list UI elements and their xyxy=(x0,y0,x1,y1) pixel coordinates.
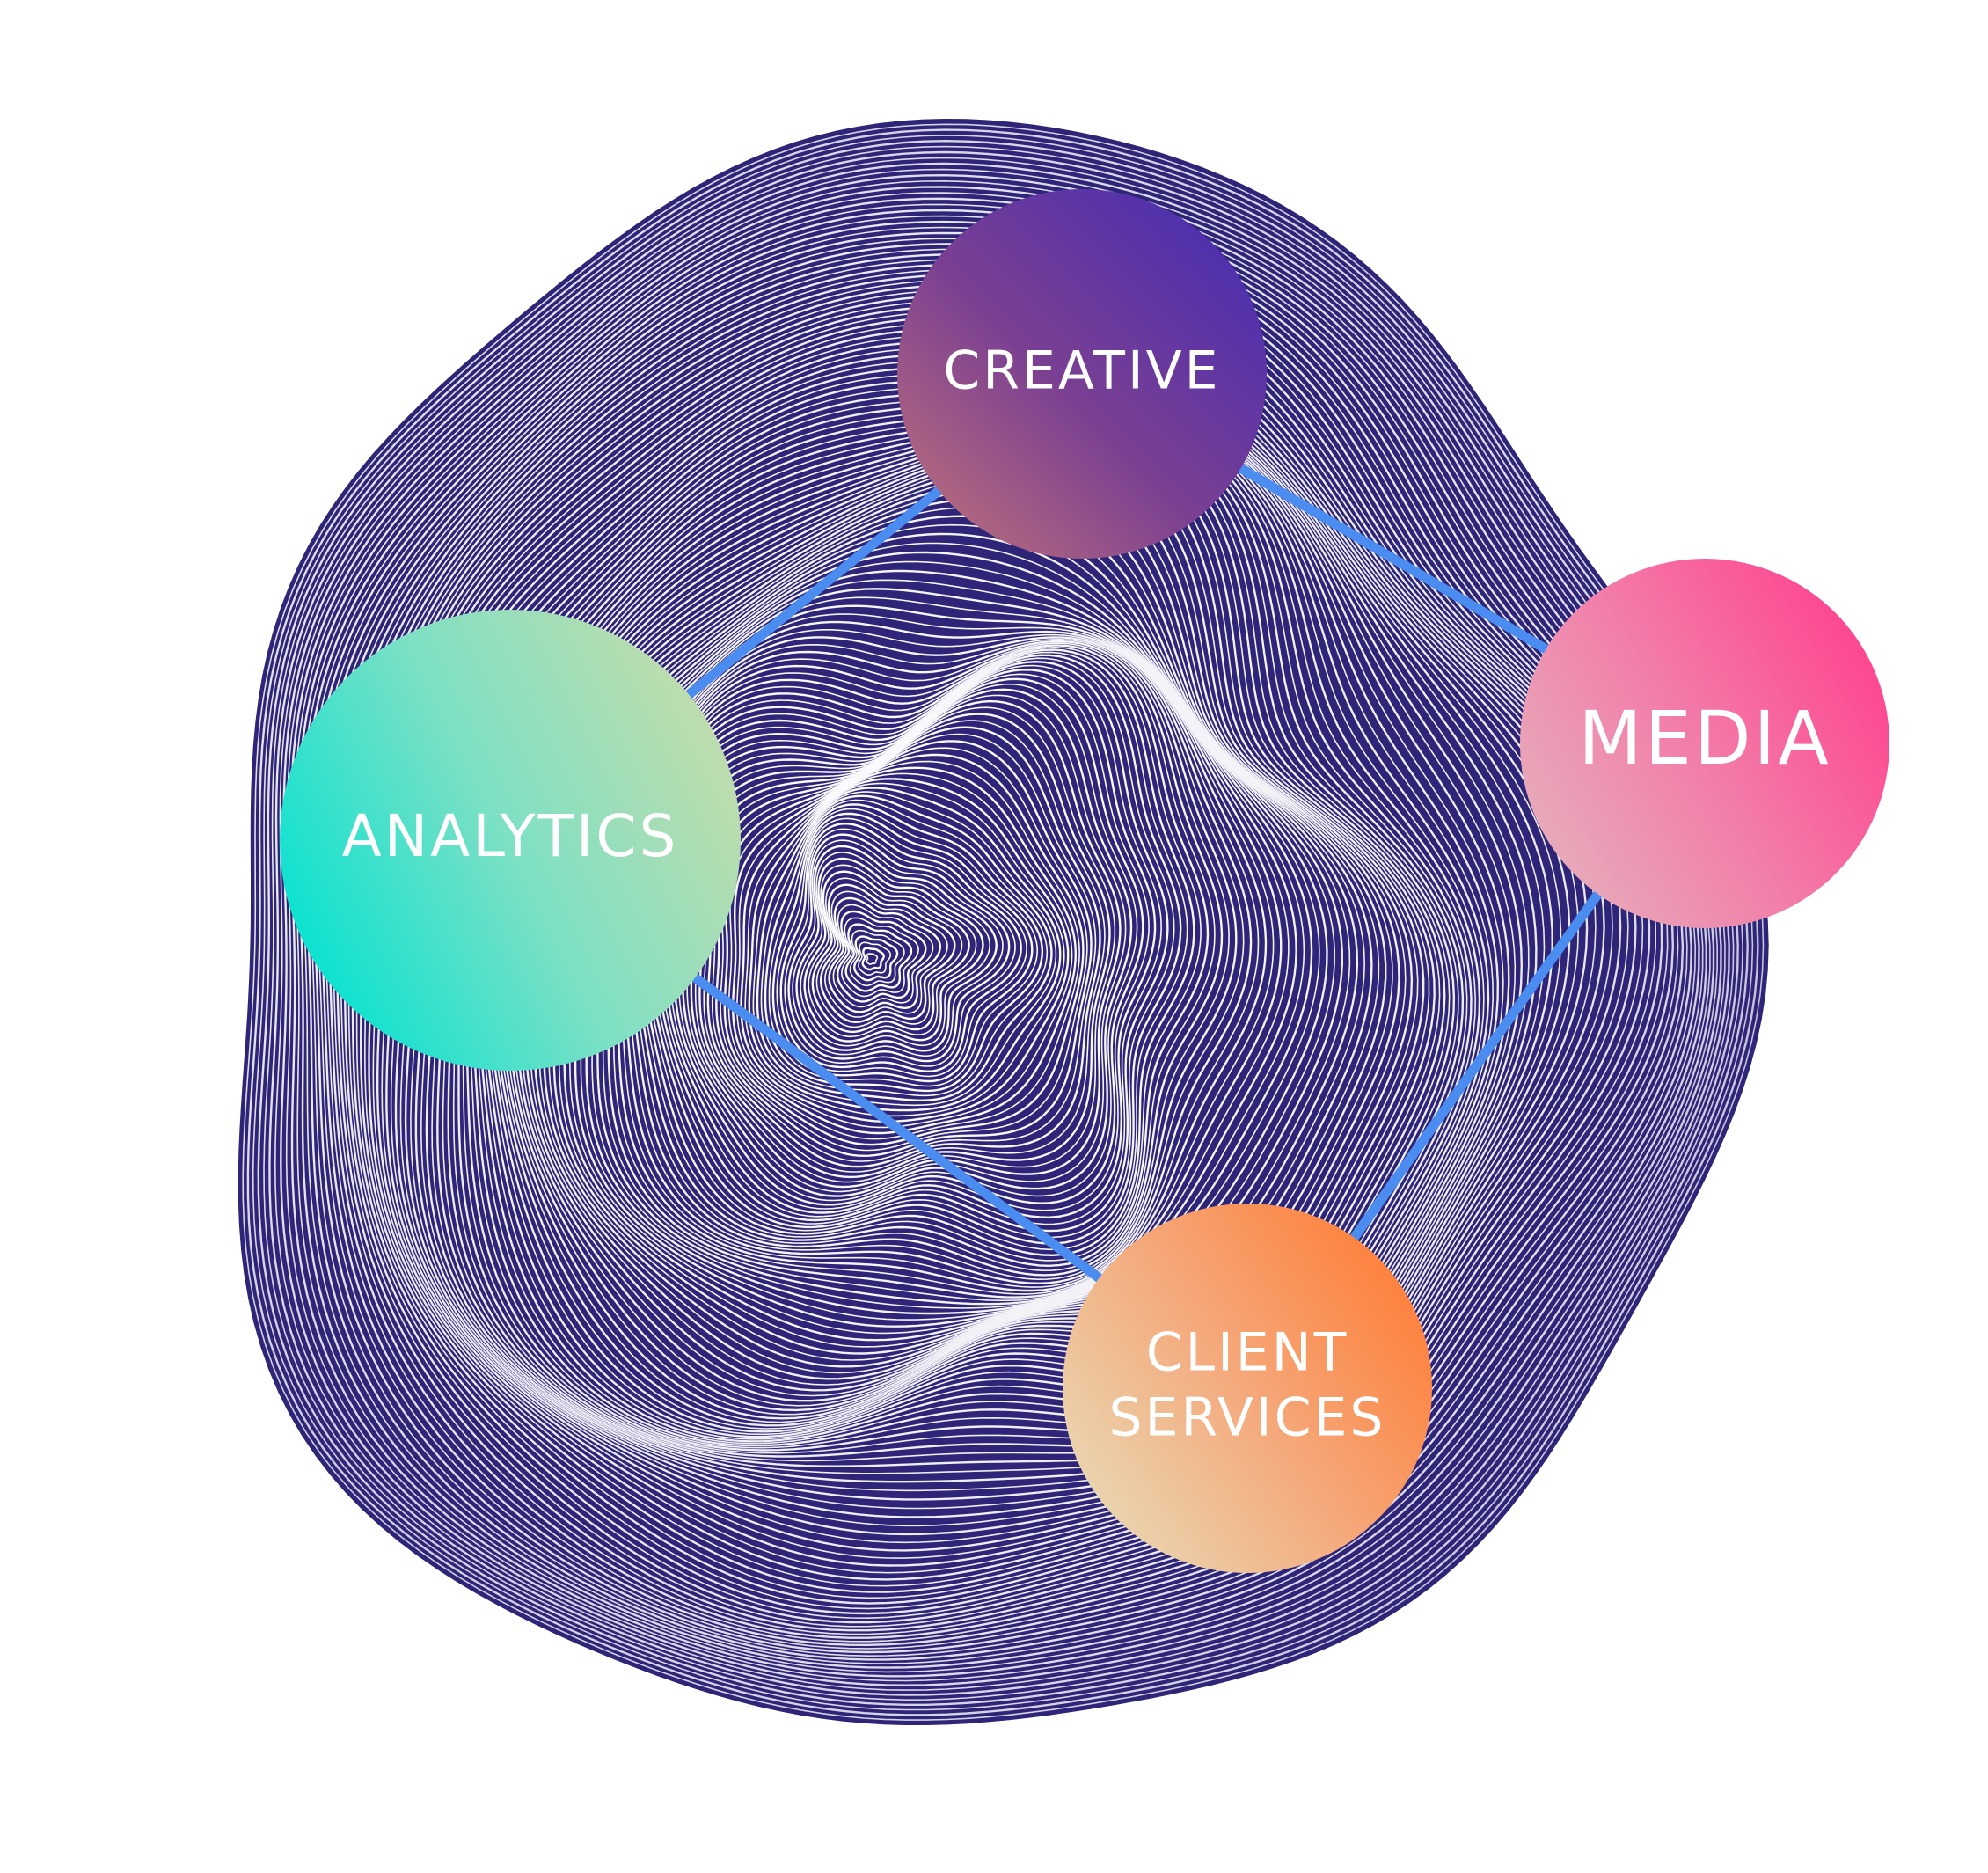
node-circle-creative xyxy=(897,189,1267,559)
node-label-client-services-line-2: SERVICES xyxy=(1108,1387,1385,1449)
node-label-analytics: ANALYTICS xyxy=(342,802,679,870)
node-label-media: MEDIA xyxy=(1578,695,1831,781)
node-label-client-services-line-1: CLIENT xyxy=(1146,1322,1348,1384)
node-label-creative: CREATIVE xyxy=(943,340,1220,402)
node-creative: CREATIVE xyxy=(897,189,1267,559)
node-media: MEDIA xyxy=(1520,559,1889,928)
node-analytics: ANALYTICS xyxy=(280,610,741,1071)
node-circle-client-services xyxy=(1063,1204,1432,1573)
node-circle-media xyxy=(1520,559,1889,928)
node-circle-analytics xyxy=(280,610,741,1071)
